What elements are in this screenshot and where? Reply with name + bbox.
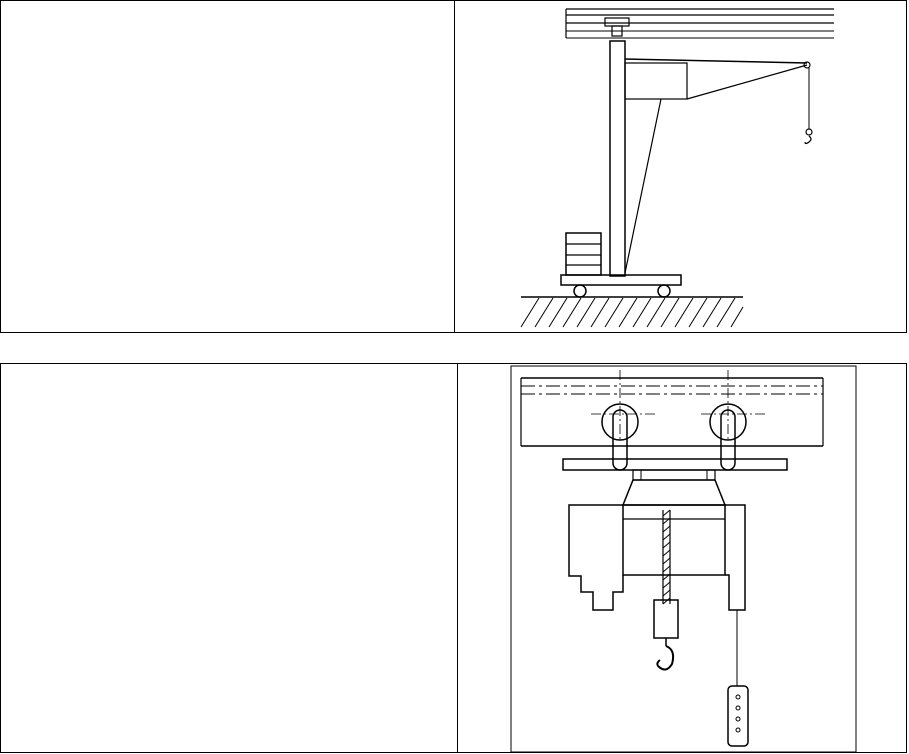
panel-2-divider <box>457 364 458 752</box>
panel-electric-hoist <box>0 363 907 753</box>
panel-1-divider <box>454 1 455 332</box>
panel-jib-crane <box>0 0 907 333</box>
jib-crane-icon <box>520 8 834 328</box>
electric-hoist-icon <box>510 365 857 753</box>
